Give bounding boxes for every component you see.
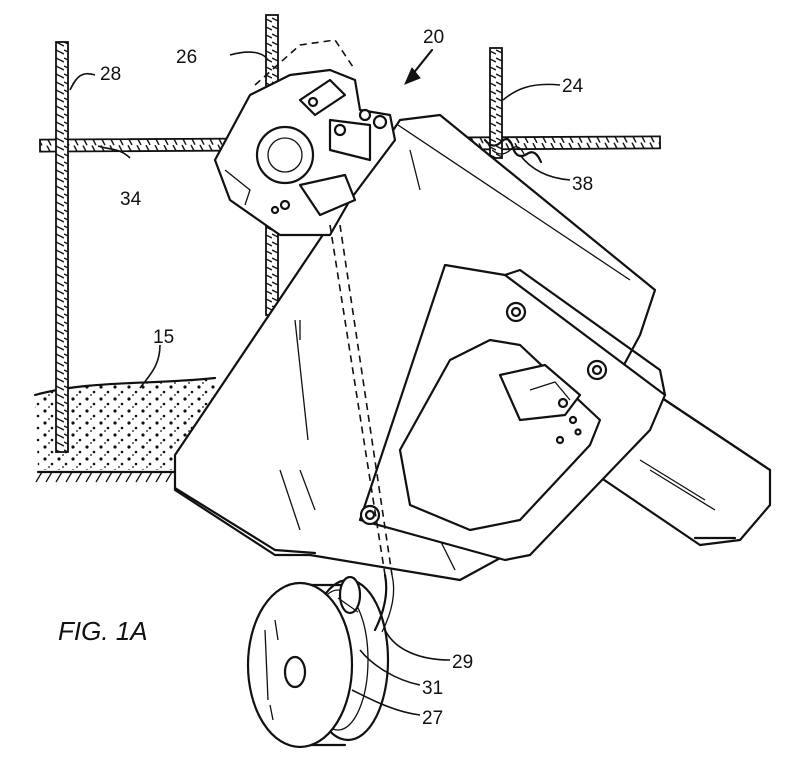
label-31: 31 [422, 678, 443, 699]
handle-frame [358, 263, 667, 562]
label-27: 27 [422, 708, 443, 729]
rebar-vertical-right [489, 47, 503, 159]
wire-spool [246, 573, 395, 749]
concrete-ground [33, 376, 217, 483]
figure-caption: FIG. 1A [58, 616, 148, 646]
assembly-arrow [404, 48, 434, 85]
label-34: 34 [120, 189, 142, 210]
label-24: 24 [562, 76, 584, 97]
tying-head [213, 39, 397, 237]
label-29: 29 [452, 652, 473, 673]
label-15: 15 [153, 327, 174, 348]
reference-labels: 28 26 20 24 34 38 15 29 31 27 FIG. 1A [58, 27, 593, 729]
label-28: 28 [100, 64, 121, 85]
tie-wire [483, 138, 543, 164]
wire-guide [329, 224, 393, 576]
leader-lines [69, 51, 571, 716]
label-20: 20 [423, 27, 444, 48]
rebar-vertical-left [55, 41, 69, 453]
label-26: 26 [176, 47, 197, 68]
label-38: 38 [572, 174, 593, 195]
